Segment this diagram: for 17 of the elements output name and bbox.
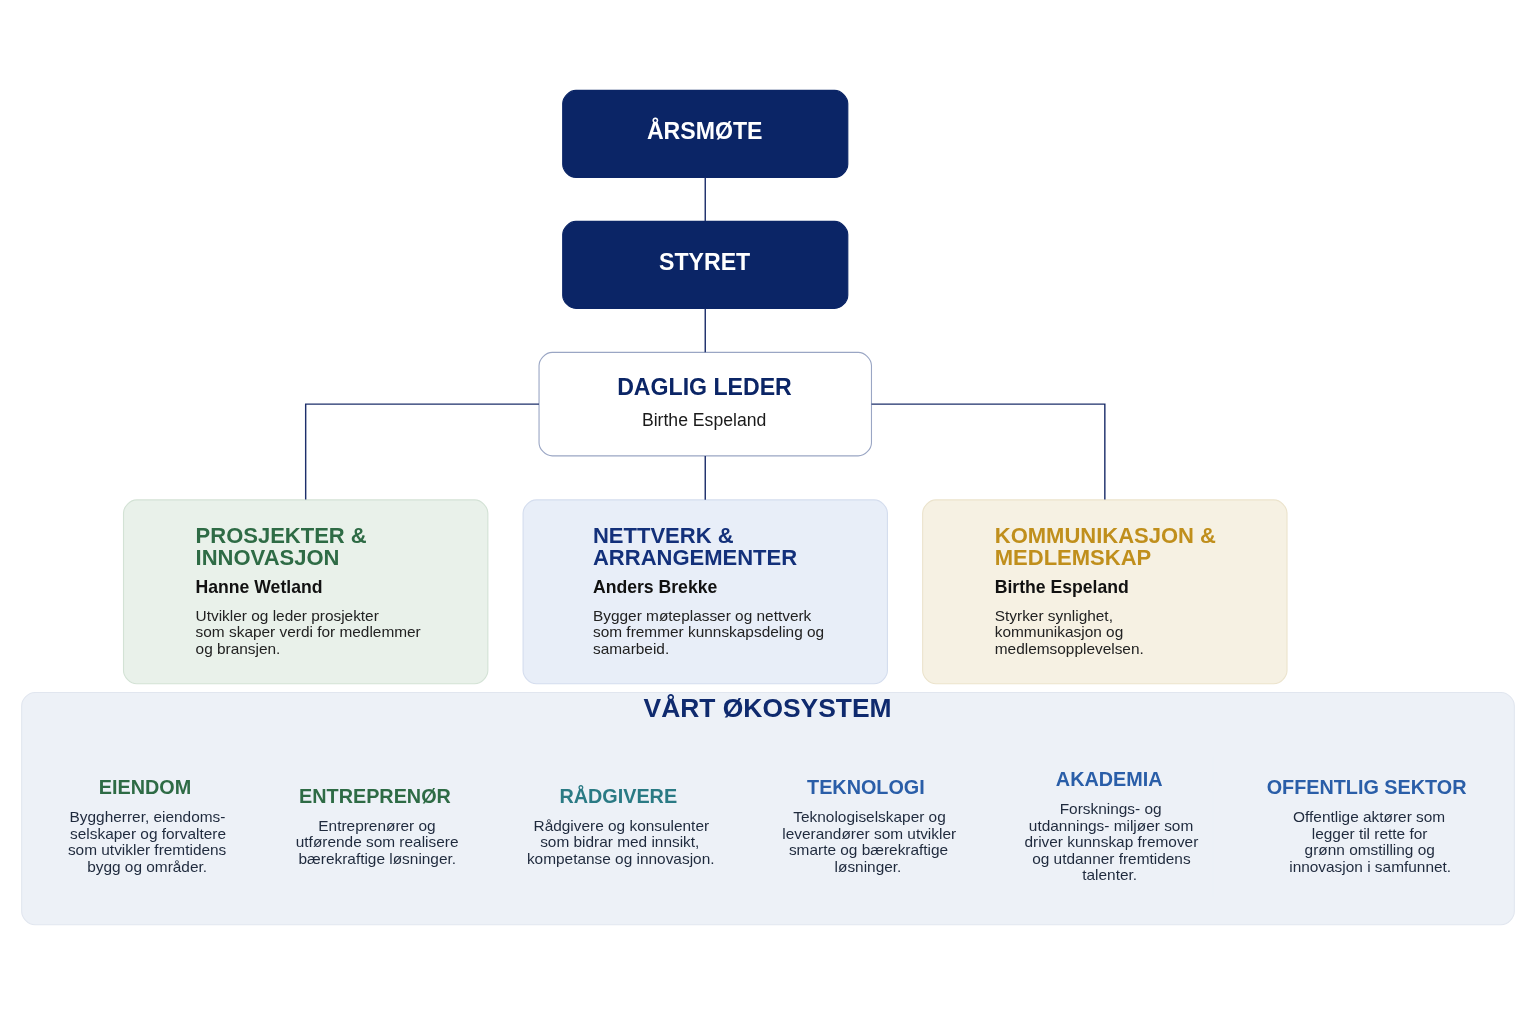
node-text: ENTREPRENØR Entreprenører og utførende som realisere bærekraftige løsninger. xyxy=(295,784,459,867)
connector xyxy=(704,455,706,501)
connector xyxy=(704,307,706,354)
node-box: DAGLIG LEDER Birthe Espeland xyxy=(538,351,872,457)
node-box: ÅRSMØTE xyxy=(562,89,849,178)
node-box: NETTVERK & ARRANGEMENTER Anders Brekke Bygger møteplasser og nettverk som fremmer kunnskapsdeling og samarbeid. xyxy=(522,499,888,685)
node-box: PROSJEKTER & INNOVASJON Hanne Wetland Utvikler og leder prosjekter som skaper verdi for medlemmer og bransjen. xyxy=(122,499,489,685)
node-text: EIENDOM Byggherrer, eiendoms- selskaper og forvaltere som utvikler fremtidens bygg og områder. xyxy=(67,775,227,875)
connector xyxy=(304,403,540,501)
node-text: RÅDGIVERE Rådgivere og konsulenter som bidrar med innsikt, kompetanse og innovasjon. xyxy=(526,784,715,867)
node-text: AKADEMIA Forsknings- og utdannings- miljøer som driver kunnskap fremover og utdanner fremtidens talenter. xyxy=(1024,767,1199,884)
node-box: STYRET xyxy=(562,220,849,309)
node-text: OFFENTLIG SEKTOR Offentlige aktører som legger til rette for grønn omstilling og innovasjon i samfunnet. xyxy=(1266,775,1467,875)
connector xyxy=(870,403,1106,501)
node-text: TEKNOLOGI Teknologiselskaper og leverandører som utvikler smarte og bærekraftige løsninger. xyxy=(782,775,957,875)
connector xyxy=(704,176,706,222)
node-box: KOMMUNIKASJON & MEDLEMSKAP Birthe Espeland Styrker synlighet, kommunikasjon og medlemsopplevelsen. xyxy=(922,499,1288,685)
